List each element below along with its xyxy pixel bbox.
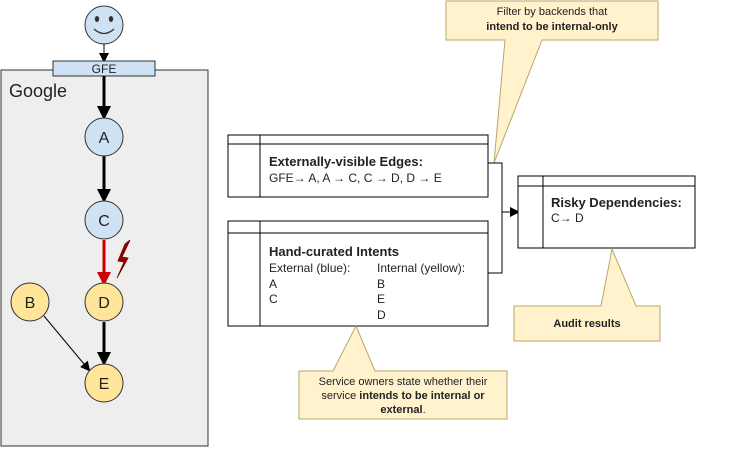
filter-callout-line2: intend to be internal-only [486, 21, 618, 33]
svg-text:D: D [98, 295, 110, 312]
edges-table [227, 134, 489, 198]
intents-external-header: External (blue): [269, 261, 350, 275]
intents-table [227, 220, 489, 327]
intents-external-item: C [269, 292, 278, 306]
edges-body: GFE→ A, A → C, C → D, D → E [269, 171, 442, 185]
owners-callout-line2: service intends to be internal or [321, 390, 485, 402]
owners-callout-line1: Service owners state whether their [319, 376, 488, 388]
intents-external-item: A [269, 277, 277, 291]
lightning-icon [116, 239, 131, 279]
user-smiley-icon [84, 5, 124, 45]
intents-internal-item: E [377, 292, 385, 306]
risky-table [517, 175, 696, 249]
svg-text:A: A [99, 130, 110, 147]
audit-callout-text: Audit results [553, 318, 620, 330]
intents-internal-header: Internal (yellow): [377, 261, 465, 275]
intents-internal-item: D [377, 308, 386, 322]
edges-title: Externally-visible Edges: [269, 154, 423, 169]
svg-text:C: C [98, 213, 110, 230]
owners-callout [298, 324, 508, 420]
filter-callout-line1: Filter by backends that [497, 6, 608, 18]
node-b: B [10, 282, 50, 322]
node-a: A [84, 117, 124, 157]
node-e: E [84, 363, 124, 403]
filter-callout [445, 0, 659, 164]
merge-bracket [488, 162, 503, 274]
google-region-label: Google [9, 81, 67, 101]
intents-title: Hand-curated Intents [269, 244, 399, 259]
risky-title: Risky Dependencies: [551, 195, 682, 210]
svg-text:B: B [25, 295, 36, 312]
intents-internal-item: B [377, 277, 385, 291]
audit-callout [513, 247, 661, 342]
owners-callout-line3: external. [380, 404, 425, 416]
node-d: D [84, 282, 124, 322]
risky-body: C→ D [551, 211, 584, 225]
node-c: C [84, 200, 124, 240]
gfe-label: GFE [92, 62, 117, 76]
svg-text:E: E [99, 376, 110, 393]
edge-b-e [43, 315, 91, 372]
